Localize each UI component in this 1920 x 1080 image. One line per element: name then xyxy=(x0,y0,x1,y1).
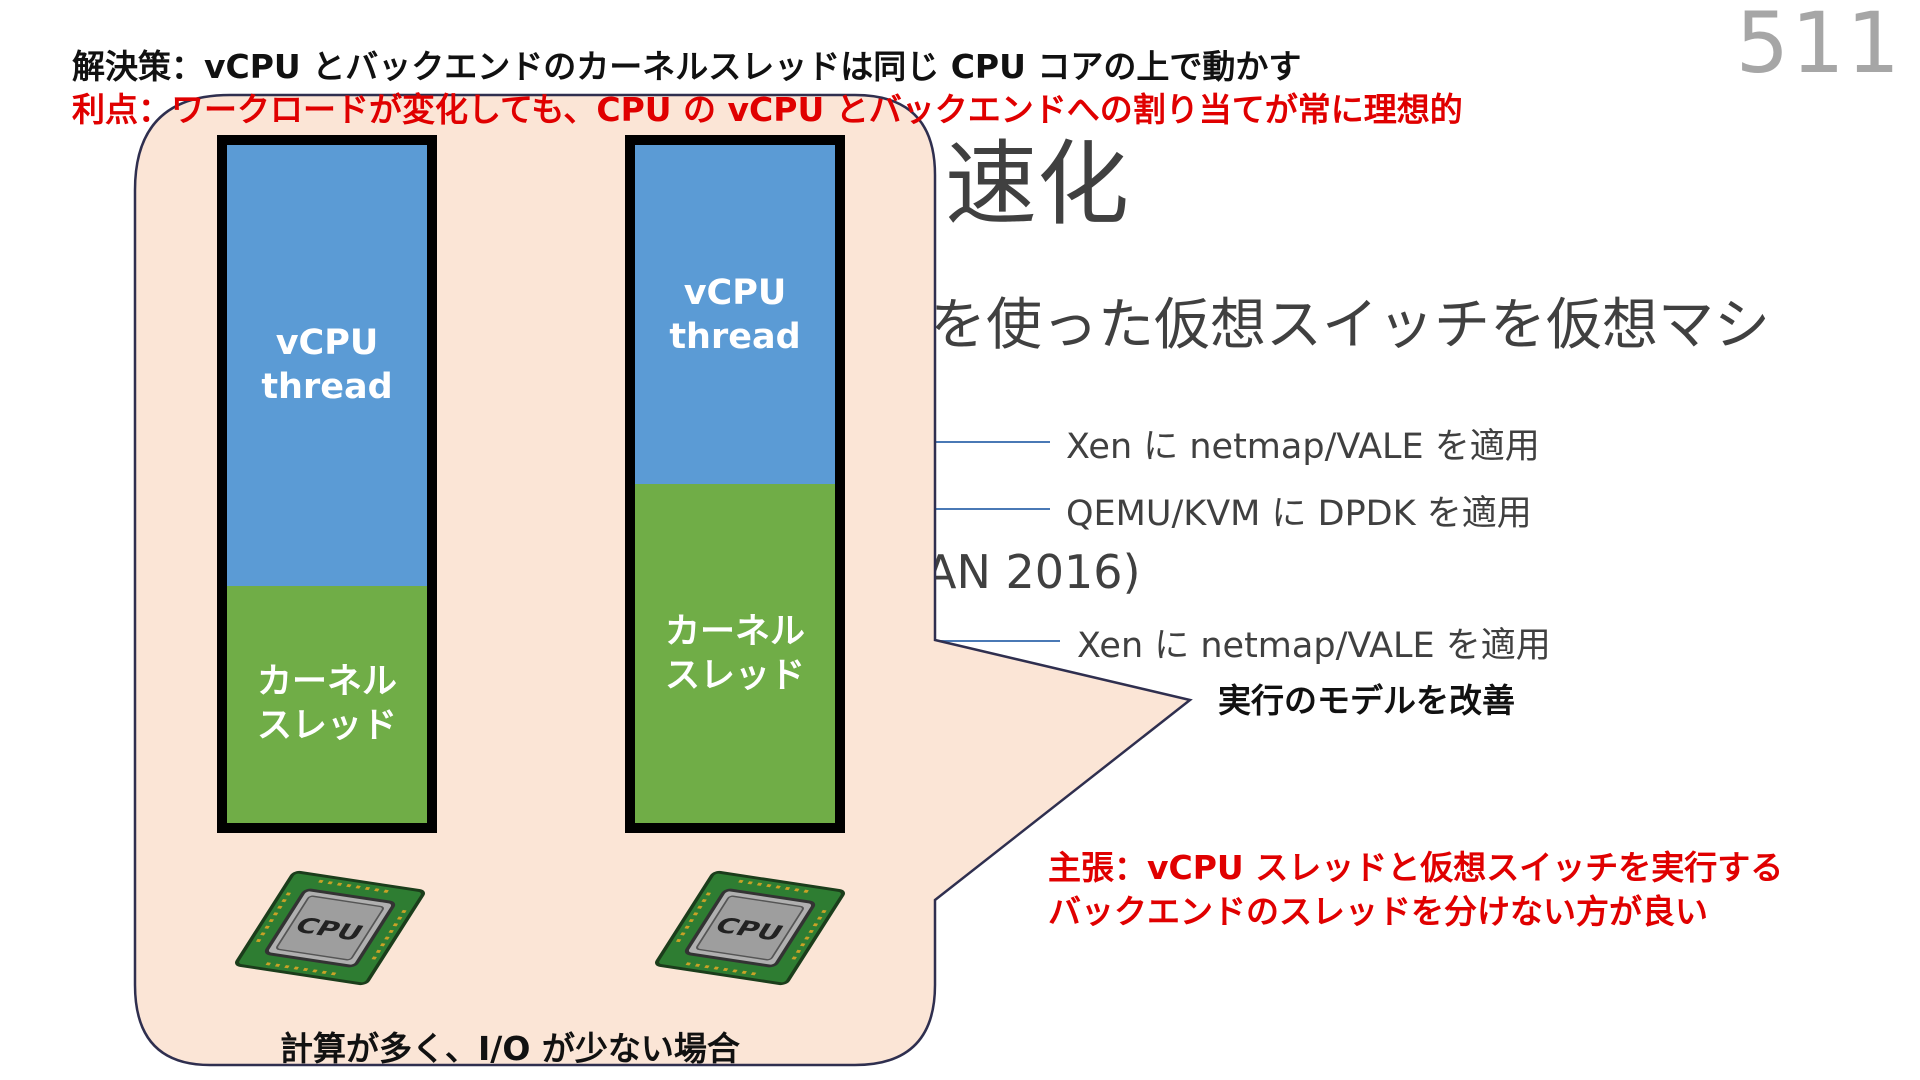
vcpu-label: vCPU xyxy=(669,271,800,315)
kernel-label: スレッド xyxy=(257,704,397,748)
claim-text: 主張：vCPU スレッドと仮想スイッチを実行する バックエンドのスレッドを分けな… xyxy=(1048,846,1783,934)
vcpu-label: thread xyxy=(261,365,392,409)
cpu-chip-icon: CPU xyxy=(645,848,855,1008)
kernel-label: スレッド xyxy=(665,654,805,698)
benefit-headline: 利点：ワークロードが変化しても、CPU の vCPU とバックエンドへの割り当て… xyxy=(72,83,1463,131)
kernel-thread-segment: カーネルスレッド xyxy=(635,484,835,823)
improvement-label: 実行のモデルを改善 xyxy=(1218,674,1515,722)
cpu-chip-icon: CPU xyxy=(225,848,435,1008)
claim-line: バックエンドのスレッドを分けない方が良い xyxy=(1048,890,1783,934)
claim-line: 主張：vCPU スレッドと仮想スイッチを実行する xyxy=(1048,846,1783,890)
vcpu-label: vCPU xyxy=(261,321,392,365)
kernel-thread-segment: カーネルスレッド xyxy=(227,586,427,823)
kernel-label: カーネル xyxy=(257,660,397,704)
solution-headline: 解決策：vCPU とバックエンドのカーネルスレッドは同じ CPU コアの上で動か… xyxy=(72,40,1301,88)
callout-caption: 計算が多く、I/O が少ない場合 xyxy=(280,1022,740,1070)
vcpu-label: thread xyxy=(669,315,800,359)
kernel-label: カーネル xyxy=(665,610,805,654)
